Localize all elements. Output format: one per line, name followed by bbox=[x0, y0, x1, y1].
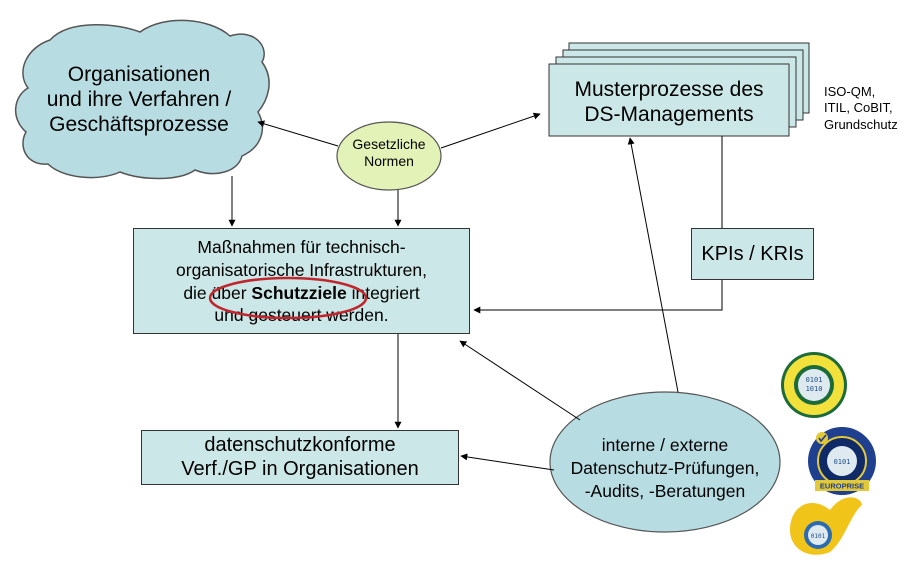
cloud-shape bbox=[15, 19, 270, 180]
audits-ellipse bbox=[549, 391, 781, 533]
measures-line-4: und gesteuert werden. bbox=[214, 305, 389, 326]
svg-text:1010: 1010 bbox=[806, 385, 823, 393]
measures-text: Maßnahmen für technisch- organisatorisch… bbox=[134, 236, 469, 327]
compliant-line-2: Verf./GP in Organisationen bbox=[181, 458, 419, 480]
norms-ellipse bbox=[336, 121, 442, 191]
arrow-audits-to-compliant bbox=[460, 453, 555, 471]
audits-line-1: interne / externe bbox=[601, 435, 729, 455]
measures-line-3: die über Schutzziele integriert bbox=[134, 282, 469, 305]
measures-line-2: organisatorische Infrastrukturen, bbox=[176, 259, 427, 280]
process-line-1: Musterprozesse des bbox=[574, 78, 764, 101]
process-standards-note: ISO-QM, ITIL, CoBIT, Grundschutz bbox=[824, 84, 898, 132]
measures-line-3-post: integriert bbox=[346, 282, 420, 303]
norms-text: Gesetzliche Normen bbox=[337, 136, 441, 170]
measures-line-1: Maßnahmen für technisch- bbox=[197, 237, 406, 257]
europrise-seal-icon: 0101 EUROPRISE bbox=[808, 427, 876, 495]
svg-text:0101: 0101 bbox=[806, 376, 823, 384]
datenschutz-seal-icon: 0101 1010 bbox=[781, 352, 847, 418]
norms-line-1: Gesetzliche bbox=[352, 136, 426, 152]
protection-goals-highlight-ring bbox=[208, 276, 368, 320]
arrow-audits-to-process bbox=[627, 137, 679, 393]
process-stack-layer-1 bbox=[548, 63, 790, 137]
gold-swirl-seal-icon: 0101 bbox=[790, 497, 862, 555]
norms-line-2: Normen bbox=[364, 152, 414, 169]
cloud-line-2: und ihre Verfahren / bbox=[46, 88, 232, 112]
process-stack-text: Musterprozesse des DS-Managements bbox=[549, 77, 789, 127]
measures-line-3-pre: die über bbox=[183, 282, 252, 303]
arrow-audits-to-measures bbox=[459, 340, 581, 421]
cloud-line-3: Geschäftsprozesse bbox=[49, 113, 229, 137]
svg-text:EUROPRISE: EUROPRISE bbox=[820, 482, 864, 491]
svg-text:0101: 0101 bbox=[811, 533, 826, 540]
audits-line-2: Datenschutz-Prüfungen, bbox=[570, 457, 760, 478]
svg-text:0101: 0101 bbox=[834, 458, 851, 466]
protection-goals-keyword: Schutzziele bbox=[251, 282, 347, 303]
highlight-ring-layer bbox=[208, 276, 368, 320]
compliant-text: datenschutzkonforme Verf./GP in Organisa… bbox=[142, 433, 458, 481]
arrow-norms-to-cloud bbox=[257, 120, 339, 147]
kpi-label: KPIs / KRIs bbox=[701, 243, 804, 265]
cloud-organisations-text: Organisationen und ihre Verfahren / Gesc… bbox=[20, 62, 258, 138]
cloud-line-1: Organisationen bbox=[67, 63, 211, 86]
process-line-2: DS-Managements bbox=[584, 103, 754, 127]
audits-line-3: -Audits, -Beratungen bbox=[584, 480, 746, 501]
measures-box: Maßnahmen für technisch- organisatorisch… bbox=[133, 228, 470, 334]
audits-text: interne / externe Datenschutz-Prüfungen,… bbox=[550, 434, 780, 502]
arrow-kpi-to-measures bbox=[473, 280, 723, 314]
arrow-norms-to-process bbox=[440, 112, 541, 149]
compliant-box: datenschutzkonforme Verf./GP in Organisa… bbox=[141, 430, 459, 485]
kpi-box: KPIs / KRIs bbox=[691, 228, 814, 280]
compliant-line-1: datenschutzkonforme bbox=[204, 434, 396, 456]
